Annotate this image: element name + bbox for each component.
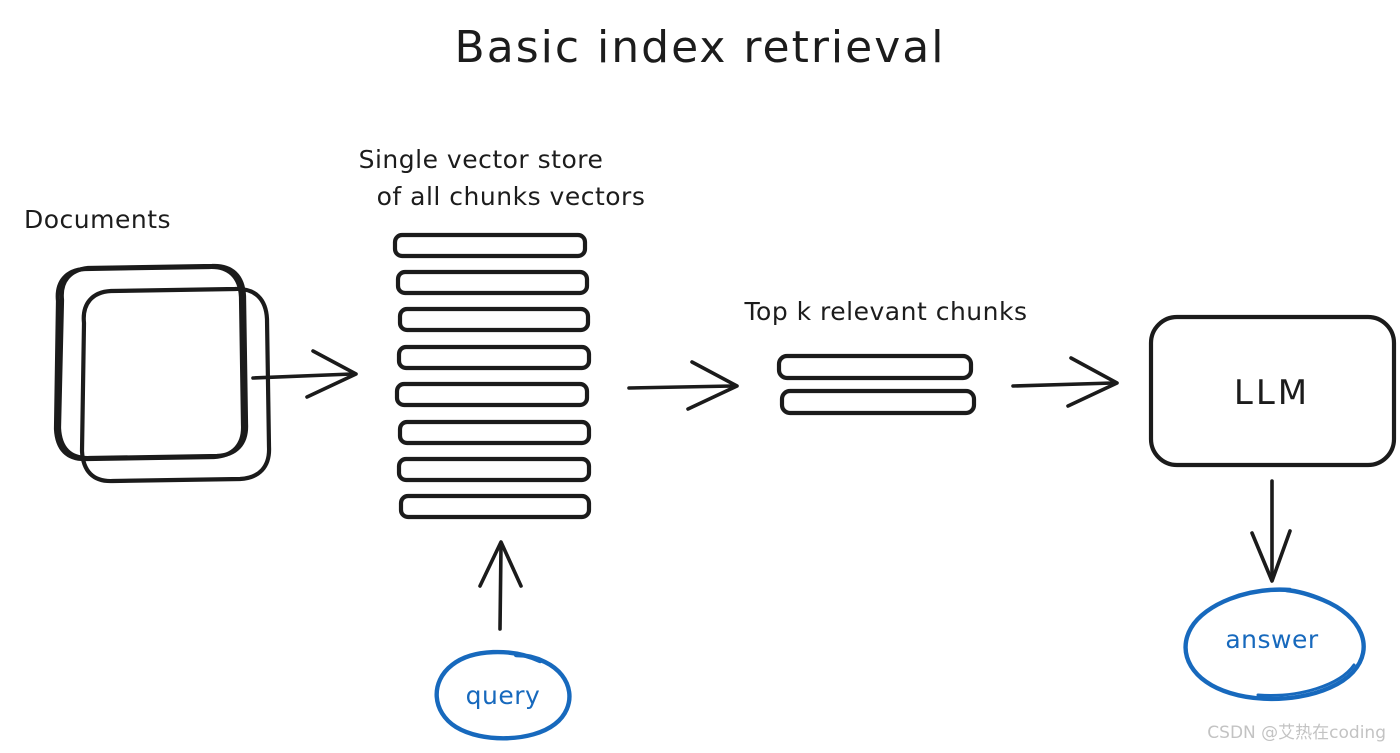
arrow-query-to-vector-store xyxy=(478,540,523,631)
topk-label: Top k relevant chunks xyxy=(744,297,1028,326)
llm-box xyxy=(1148,314,1397,468)
answer-ellipse xyxy=(1183,587,1366,702)
document-sheet-back xyxy=(56,263,249,461)
page-title: Basic index retrieval xyxy=(455,22,946,73)
arrow-vector-store-to-topk xyxy=(627,360,739,411)
document-sheet-front xyxy=(53,264,246,462)
arrow-topk-to-llm xyxy=(1011,356,1119,408)
answer-ellipse-overstroke xyxy=(1256,663,1356,697)
vector-chunk xyxy=(397,419,592,446)
vector-chunk xyxy=(398,493,592,520)
topk-chunks-node: Top k relevant chunks xyxy=(744,297,1028,416)
vector-chunk xyxy=(396,456,592,483)
vector-store-label-line2: of all chunks vectors xyxy=(377,182,646,211)
query-ellipse xyxy=(434,649,572,741)
vector-chunk xyxy=(396,344,592,371)
document-sheet-middle xyxy=(79,286,272,484)
query-label: query xyxy=(466,681,541,710)
documents-node: Documents xyxy=(24,205,272,484)
vector-chunk xyxy=(394,381,590,408)
vector-store-chunk-list xyxy=(392,232,592,520)
vector-store-label-line1: Single vector store xyxy=(359,145,604,174)
answer-node: answer xyxy=(1183,587,1366,702)
vector-chunk xyxy=(397,306,591,333)
vector-chunk xyxy=(392,232,588,259)
arrow-llm-to-answer xyxy=(1250,479,1292,583)
topk-chunk xyxy=(779,388,977,416)
answer-label: answer xyxy=(1225,625,1319,654)
query-node: query xyxy=(434,649,572,741)
vector-store-node: Single vector store of all chunks vector… xyxy=(359,145,646,520)
csdn-watermark: CSDN @艾热在coding xyxy=(1207,723,1386,743)
vector-chunk xyxy=(395,269,590,296)
documents-label: Documents xyxy=(24,205,171,234)
llm-label: LLM xyxy=(1234,373,1310,413)
llm-node: LLM xyxy=(1148,314,1397,468)
topk-chunk xyxy=(776,353,974,381)
arrow-documents-to-vector-store xyxy=(251,349,358,399)
